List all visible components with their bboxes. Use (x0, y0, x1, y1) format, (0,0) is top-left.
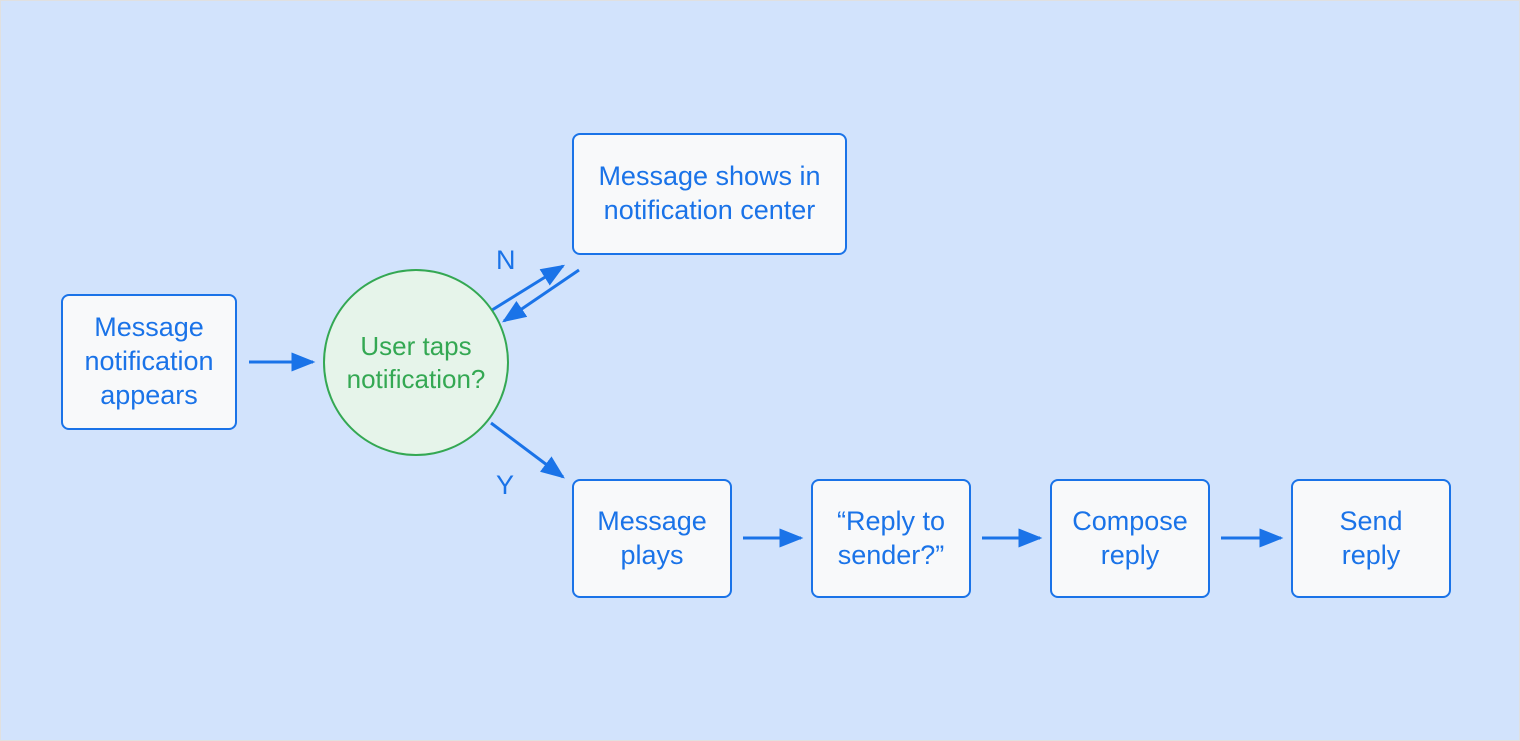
node-label: Send reply (1339, 505, 1403, 570)
node-compose-reply[interactable]: Compose reply (1050, 479, 1210, 598)
node-label: Compose reply (1072, 505, 1188, 570)
node-label: “Reply to sender?” (836, 505, 946, 570)
edge-label-no: N (496, 245, 516, 275)
edge-label-yes: Y (496, 470, 515, 500)
node-user-taps-notification[interactable]: User taps notification? (323, 269, 509, 456)
edge-decision-to-notification-center (483, 264, 566, 317)
node-message-plays[interactable]: Message plays (572, 479, 732, 598)
node-reply-to-sender[interactable]: “Reply to sender?” (811, 479, 971, 598)
node-label: Message shows in notification center (598, 161, 821, 225)
node-message-shows-in-notification-center[interactable]: Message shows in notification center (572, 133, 847, 255)
edge-decision-to-message-plays (490, 421, 565, 479)
node-message-notification-appears[interactable]: Message notification appears (61, 294, 237, 430)
node-label: Message notification appears (84, 312, 214, 410)
node-label: User taps notification? (346, 331, 486, 394)
edge-notification-center-to-decision (502, 268, 580, 323)
node-send-reply[interactable]: Send reply (1291, 479, 1451, 598)
node-label: Message plays (597, 505, 707, 570)
